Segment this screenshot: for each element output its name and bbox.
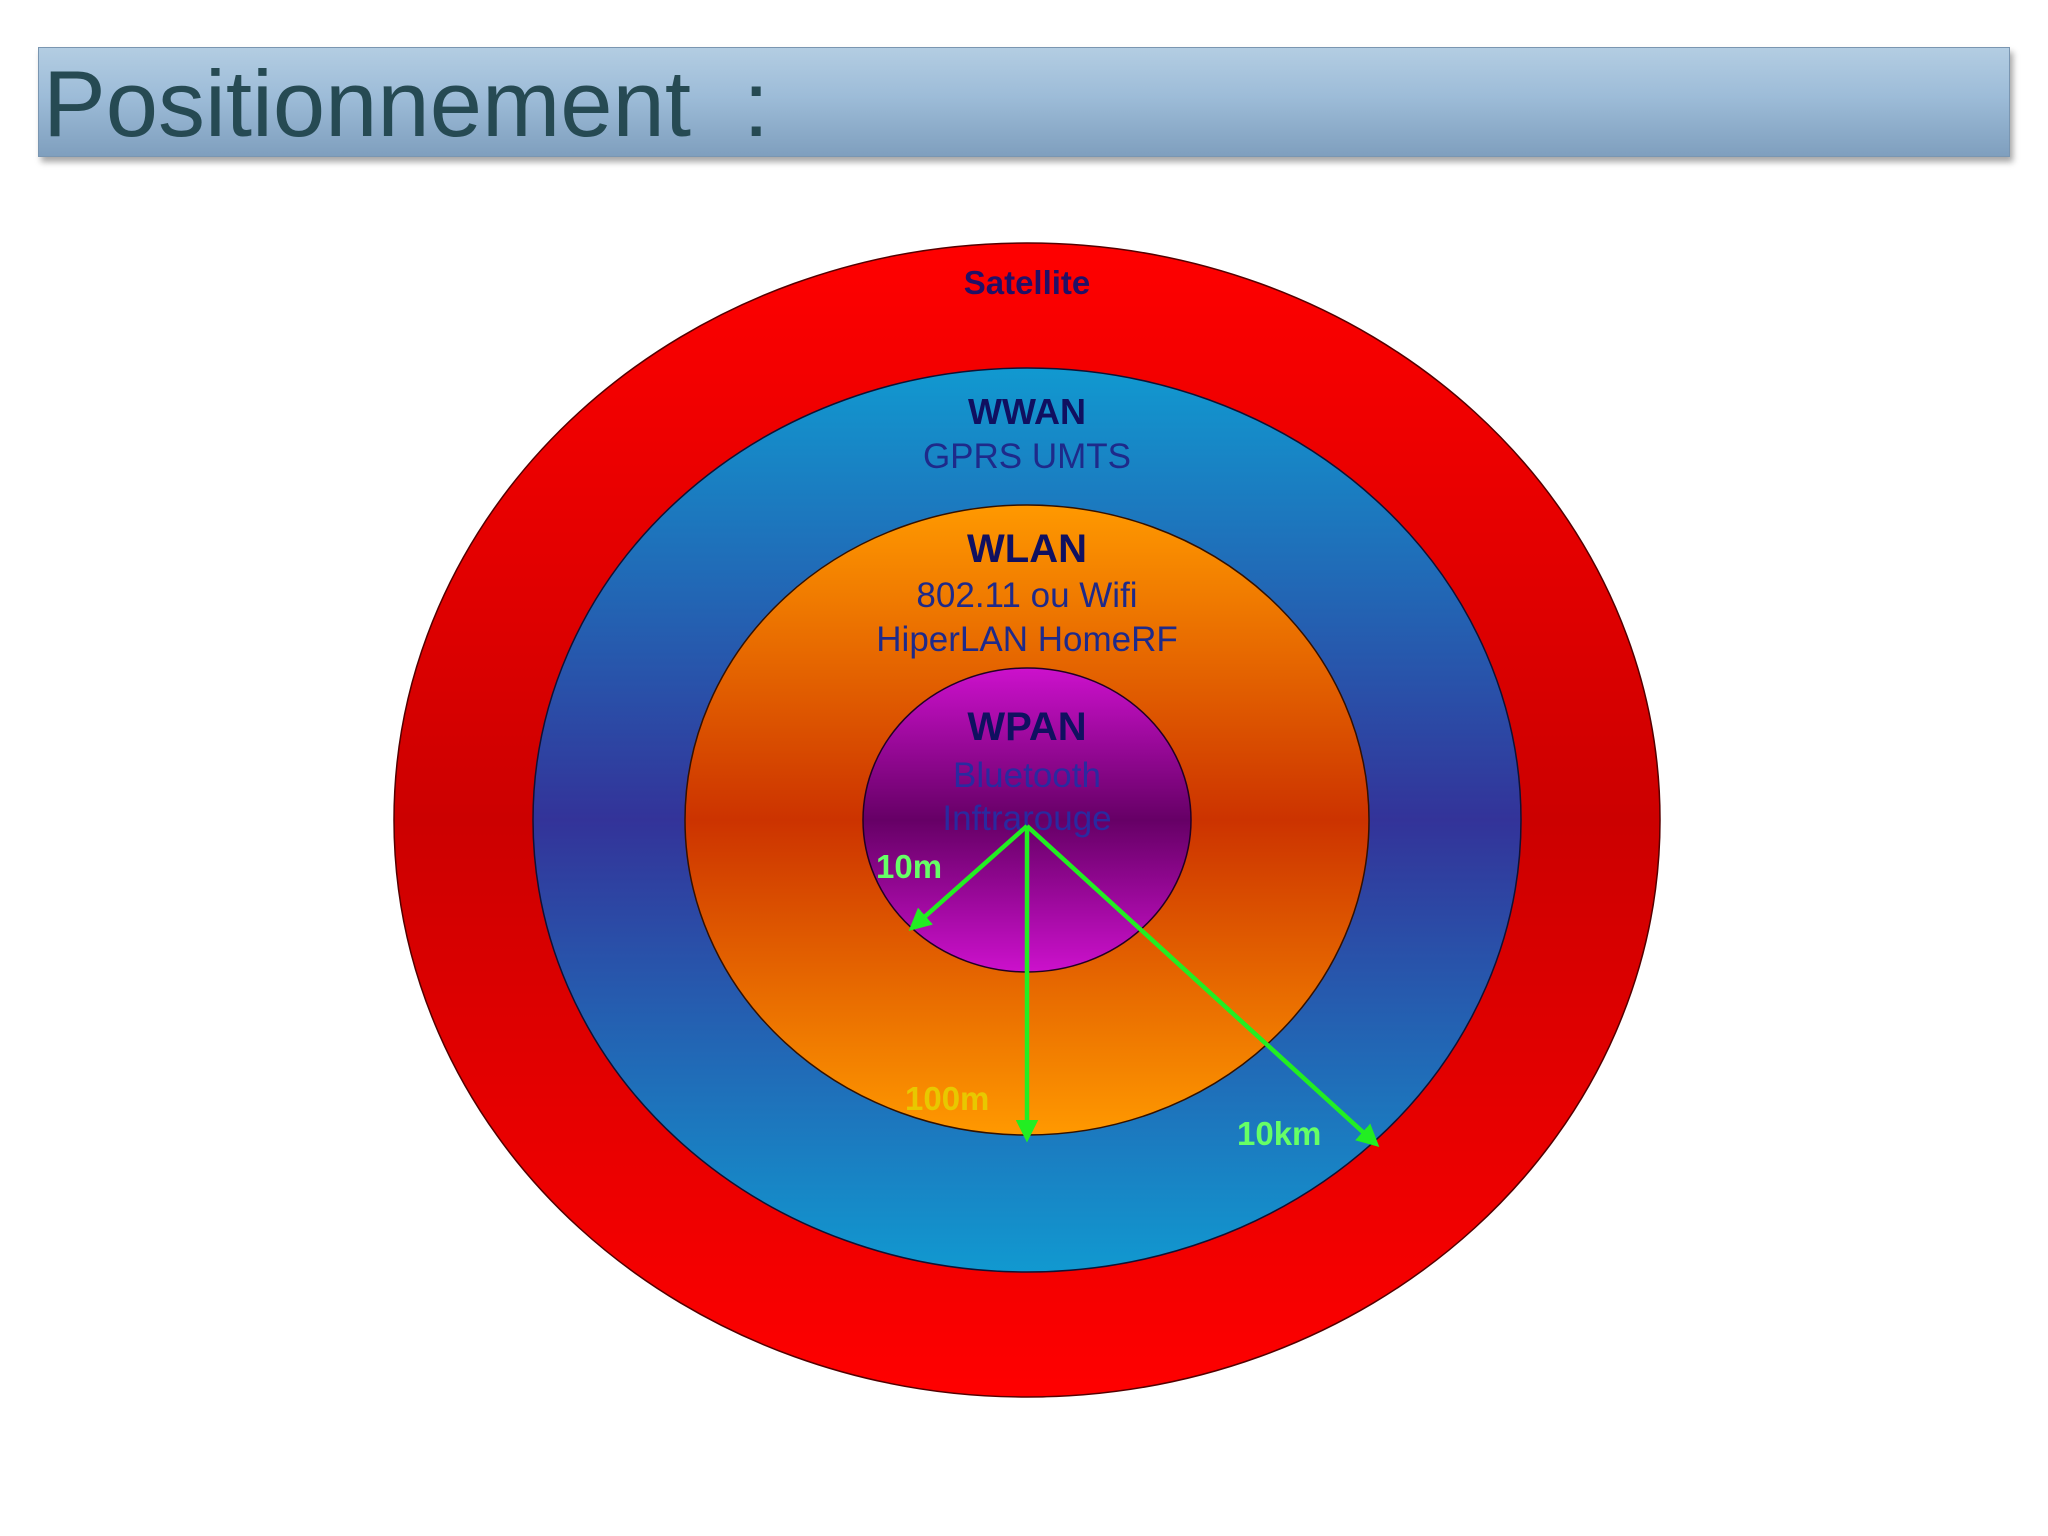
ring-detail-wlan-1: 802.11 ou Wifi (916, 576, 1137, 615)
ring-title-wpan: WPAN (967, 705, 1086, 749)
range-label-100m: 100m (905, 1080, 989, 1117)
title-bar: Positionnement : (38, 47, 2010, 157)
ring-detail-wpan-1: Bluetooth (953, 756, 1101, 795)
range-arrow-10km (1025, 824, 1380, 1148)
ring-detail-wwan: GPRS UMTS (923, 437, 1131, 476)
slide-title: Positionnement : (43, 51, 770, 156)
ring-title-wlan: WLAN (967, 527, 1087, 571)
ring-title-satellite: Satellite (964, 264, 1091, 301)
range-arrow-10m (908, 824, 1029, 931)
range-label-10m: 10m (876, 848, 942, 885)
ring-detail-wlan-2: HiperLAN HomeRF (876, 620, 1177, 659)
ring-title-wwan: WWAN (968, 391, 1086, 432)
range-label-10km: 10km (1237, 1115, 1321, 1152)
